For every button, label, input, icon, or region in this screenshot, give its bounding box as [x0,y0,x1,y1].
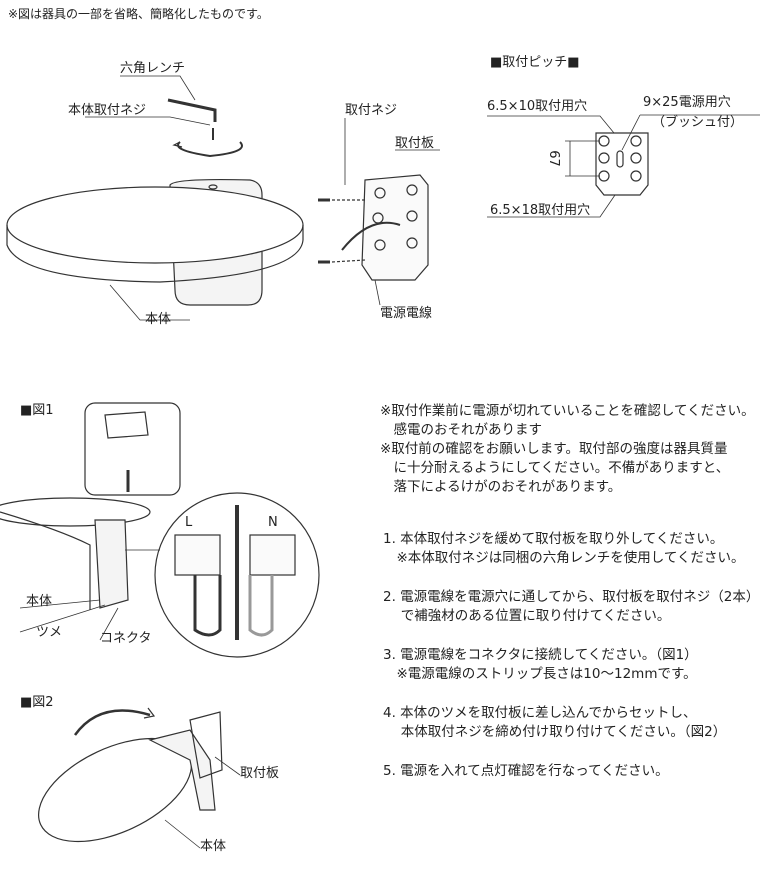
step-5: 5. 電源を入れて点灯確認を行なってください。 [383,763,669,779]
fig2-mount-plate-label: 取付板 [240,766,280,781]
fig2-body-label: 本体 [200,839,227,854]
step-3: 3. 電源電線をコネクタに接続してください。（図1） ※電源電線のストリップ長さ… [383,647,698,682]
fig1-drawing [0,402,320,658]
mount-screw-label: 取付ネジ [345,103,398,118]
fig1-title: ■図1 [20,403,54,418]
fig1-connector-label: コネクタ [100,631,152,646]
pitch-hole-top: 6.5×10取付用穴 [487,99,588,114]
fig1-N: N [268,515,278,530]
power-wire-label: 電源電線 [380,306,433,321]
warning-2: ※取付前の確認をお願いします。取付部の強度は器具質量 に十分耐えるようにしてくだ… [380,441,730,495]
mount-plate-label: 取付板 [395,136,435,151]
pitch-title: ■取付ピッチ■ [490,55,580,70]
fig1-claw-label: ツメ [36,625,63,640]
fig1-L: L [185,515,193,530]
pitch-power-hole: 9×25電源用穴 [643,95,731,110]
top-note: ※図は器具の一部を省略、簡略化したものです。 [8,7,269,21]
fig1-body-label: 本体 [26,594,53,609]
body-screw-label: 本体取付ネジ [68,103,147,118]
warning-1: ※取付作業前に電源が切れていいることを確認してください。 感電のおそれがあります [380,403,755,438]
pitch-diagram [487,114,760,218]
fig2-drawing [37,707,241,849]
hex-wrench-label: 六角レンチ [120,61,186,76]
pitch-power-hole-note: （ブッシュ付） [652,115,744,130]
pitch-dimension: 67 [545,150,561,167]
step-2: 2. 電源電線を電源穴に通してから、取付板を取付ネジ（2本） で補強材のある位置… [383,589,760,624]
step-1: 1. 本体取付ネジを緩めて取付板を取り外してください。 ※本体取付ネジは同梱の六… [383,531,745,566]
step-4: 4. 本体のツメを取付板に差し込んでからセットし、 本体取付ネジを締め付け取り付… [383,705,727,740]
fig2-title: ■図2 [20,695,54,710]
body-label: 本体 [145,312,172,327]
fixture-body-drawing [6,98,304,306]
pitch-hole-bottom: 6.5×18取付用穴 [490,203,591,218]
mount-plate-drawing [318,174,429,281]
